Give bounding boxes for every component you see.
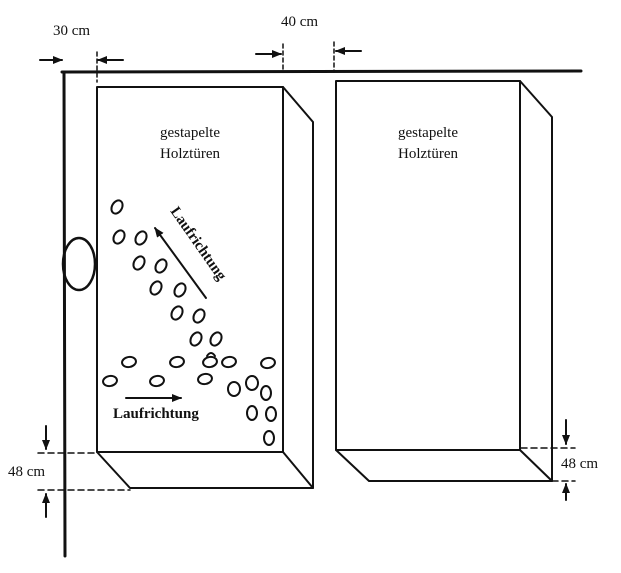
footprints <box>102 199 277 446</box>
left-stack-label-line2: Holztüren <box>160 146 220 162</box>
right-stack-label-line1: gestapelte <box>398 125 458 141</box>
left-stack-label-line1: gestapelte <box>160 125 220 141</box>
dimension-bottom-right <box>520 419 576 501</box>
dimension-bottom-left-label: 48 cm <box>8 464 45 480</box>
dimension-top-left <box>39 51 124 83</box>
left-wall <box>62 70 67 558</box>
dimension-bottom-right-label: 48 cm <box>561 456 598 472</box>
dimension-top-left-label: 30 cm <box>53 23 90 39</box>
dimension-bottom-left <box>37 425 131 518</box>
horizontal-direction-label: Laufrichtung <box>113 406 199 422</box>
dimension-top-right-label: 40 cm <box>281 14 318 30</box>
diagonal-direction-label: Laufrichtung <box>167 204 230 284</box>
diagonal-direction-arrow <box>154 227 207 299</box>
right-door-stack <box>335 80 553 482</box>
top-wall <box>60 69 583 74</box>
right-stack-label-line2: Holztüren <box>398 146 458 162</box>
column-ellipse <box>61 236 97 292</box>
left-door-stack <box>96 86 314 489</box>
dimension-top-right <box>255 41 362 73</box>
